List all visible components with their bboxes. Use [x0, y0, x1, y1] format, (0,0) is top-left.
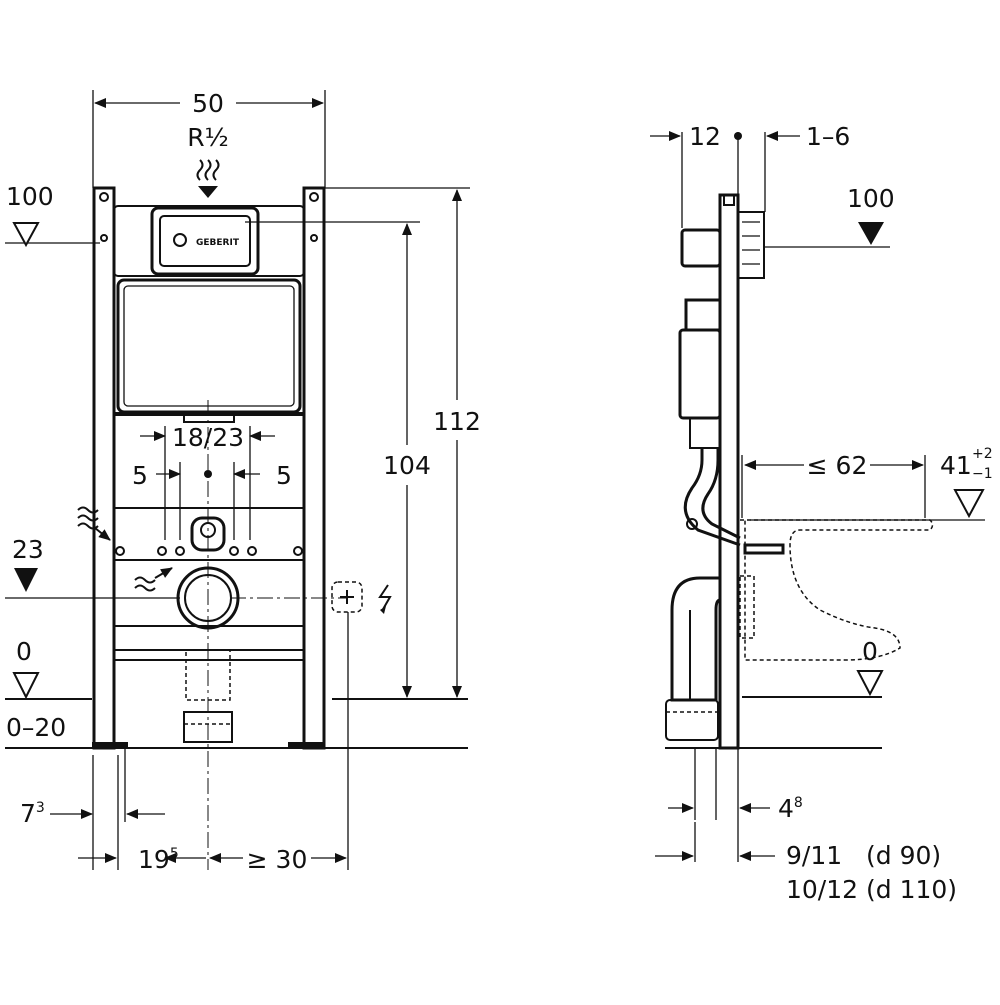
level-outlet-label: 23: [12, 535, 44, 564]
note-pipe-1: (d 90): [866, 841, 941, 870]
front-view: GEBERIT: [5, 88, 484, 874]
svg-text:195: 195: [138, 845, 179, 874]
dim-pipe-2: 10/12: [786, 875, 858, 904]
dim-bolt-offset-left: 5: [132, 461, 148, 490]
electric-outlet-icon: [331, 581, 363, 613]
dim-bolt-offset-right: 5: [276, 461, 292, 490]
svg-text:GEBERIT: GEBERIT: [196, 238, 240, 248]
level-marker-icon: [12, 222, 40, 248]
dim-foot-offset-sup: 3: [36, 800, 45, 816]
svg-text:73: 73: [20, 799, 45, 828]
side-cistern: [678, 328, 722, 420]
dim-height-total: 112: [433, 407, 481, 436]
dim-seat-tol-plus: +2: [972, 446, 993, 462]
dim-axis-offset-sup: 5: [170, 846, 179, 862]
dim-projection: ≤ 62: [807, 451, 868, 480]
lightning-icon: [378, 584, 392, 612]
side-level-marker-floor-icon: [856, 670, 884, 697]
dim-axis-offset: 19: [138, 845, 170, 874]
outlet-bracket: [113, 559, 305, 627]
dim-depth-adjust: 1–6: [806, 122, 850, 151]
floor-range-label: 0–20: [6, 713, 66, 742]
level-marker-floor-icon: [12, 672, 40, 700]
air-vent-icon: [134, 567, 173, 592]
dim-seat-height: 41: [940, 451, 972, 480]
flush-plate-icon: [150, 206, 260, 276]
cistern-top: [113, 205, 305, 277]
dim-depth-frame: 12: [689, 122, 721, 151]
side-frame-upright: [718, 193, 740, 750]
svg-text:48: 48: [778, 794, 803, 823]
dim-pipe-1: 9/11: [786, 841, 842, 870]
side-level-floor-label: 0: [862, 637, 878, 666]
dim-seat-tol-minus: −1: [972, 466, 993, 482]
water-supply-icon: [196, 159, 220, 198]
dim-wall: 4: [778, 794, 794, 823]
toilet-bowl-outline: [740, 519, 934, 661]
dim-electric-distance: ≥ 30: [247, 845, 308, 874]
dim-foot-offset: 7: [20, 799, 36, 828]
dim-wall-sup: 8: [794, 795, 803, 811]
cistern-body: [116, 278, 302, 414]
frame-left-upright: [92, 186, 116, 750]
outlet-bend: [670, 576, 721, 702]
bolt-bracket: [113, 507, 305, 561]
level-floor-label: 0: [16, 637, 32, 666]
dim-connection: R½: [187, 123, 229, 152]
note-pipe-2: (d 110): [866, 875, 957, 904]
side-level-marker-top-icon: [858, 222, 884, 245]
level-top-label: 100: [6, 182, 54, 211]
side-level-marker-seat-icon: [953, 489, 985, 519]
side-flush-plate: [737, 211, 765, 279]
side-view: 12 1–6 100 ≤ 62 41 +2 −1 0 48 9/11 (d 90…: [650, 122, 993, 904]
frame-right-upright: [302, 186, 326, 750]
level-marker-outlet-icon: [14, 568, 38, 592]
dim-height-upper: 104: [383, 451, 431, 480]
side-level-top-label: 100: [847, 184, 895, 213]
dim-width: 50: [192, 89, 224, 118]
dim-bolt-spacing: 18/23: [172, 423, 244, 452]
water-inlet-left-icon: [77, 506, 111, 541]
flush-bend: [683, 448, 741, 547]
